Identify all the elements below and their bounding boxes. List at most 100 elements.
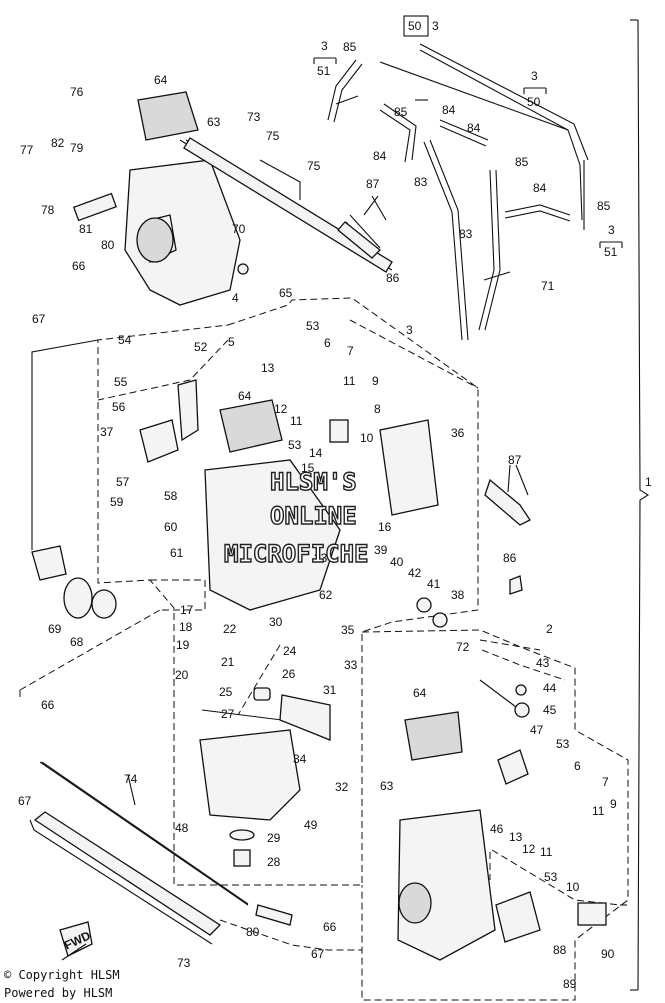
part-callout: 87 [508, 453, 522, 467]
part-callout: 64 [238, 389, 252, 403]
watermark-line: ONLINE [270, 502, 357, 530]
ref-top: 50 [408, 19, 422, 33]
part-callout: 18 [179, 620, 193, 634]
part-callout: 20 [175, 668, 189, 682]
part-callout: 87 [366, 177, 380, 191]
part-callout: 5 [228, 335, 235, 349]
part-callout: 64 [413, 686, 427, 700]
part-callout: 33 [344, 658, 358, 672]
part-callout: 67 [32, 312, 46, 326]
part-callout: 57 [116, 475, 130, 489]
part-callout: 7 [602, 775, 609, 789]
part-callout: 89 [563, 977, 577, 991]
part-callout: 67 [311, 947, 325, 961]
part-callout: 72 [456, 640, 470, 654]
part-callout: 11 [540, 845, 553, 859]
part-callout: 58 [164, 489, 178, 503]
part-callout: 62 [319, 588, 333, 602]
part-callout: 38 [451, 588, 465, 602]
part-callout: 12 [274, 402, 288, 416]
part-callout: 40 [390, 555, 404, 569]
part-callout: 75 [307, 159, 321, 173]
part-callout: 82 [51, 136, 65, 150]
part-callout: 85 [394, 105, 408, 119]
part-callout: 11 [290, 414, 303, 428]
part-callout: 55 [114, 375, 128, 389]
part-callout: 56 [112, 400, 126, 414]
part-callout: 73 [177, 956, 191, 970]
watermark-line: HLSM'S [270, 468, 357, 496]
fwd-arrow-icon [59, 921, 93, 961]
part-shapes [29, 43, 607, 961]
ref-top: 3 [321, 39, 328, 53]
part-callout: 53 [306, 319, 320, 333]
part-callout: 60 [164, 520, 178, 534]
part-callout: 22 [223, 622, 237, 636]
part-callout: 68 [70, 635, 84, 649]
part-callout: 61 [170, 546, 184, 560]
part-callout: 11 [592, 804, 605, 818]
part-callout: 13 [261, 361, 275, 375]
part-callout: 75 [266, 129, 280, 143]
watermark: HLSM'S ONLINE MICROFICHE [223, 467, 369, 568]
part-callout: 83 [414, 175, 428, 189]
part-callout: 21 [221, 655, 235, 669]
part-callout: 85 [343, 40, 357, 54]
part-callout: 7 [347, 344, 354, 358]
part-callout: 71 [541, 279, 555, 293]
copyright-text: © Copyright HLSM [4, 968, 120, 982]
part-callout: 64 [154, 73, 168, 87]
part-callout: 6 [324, 336, 331, 350]
part-callout: 39 [374, 543, 388, 557]
part-callout: 29 [267, 831, 281, 845]
part-callout: 86 [503, 551, 517, 565]
part-callout: 53 [544, 870, 558, 884]
part-callout: 2 [546, 622, 553, 636]
part-callout: 65 [279, 286, 293, 300]
ref-bottom: 50 [527, 95, 541, 109]
part-callout: 27 [221, 707, 235, 721]
part-callout: 67 [18, 794, 32, 808]
part-callout: 53 [288, 438, 302, 452]
part-callout: 8 [374, 402, 381, 416]
part-callout: 80 [246, 925, 260, 939]
ref-top: 3 [608, 223, 615, 237]
part-callout: 53 [556, 737, 570, 751]
part-callout: 83 [459, 227, 473, 241]
part-callout: 31 [323, 683, 337, 697]
part-callout: 11 [343, 374, 356, 388]
part-callout: 63 [380, 779, 394, 793]
part-callout: 70 [232, 222, 246, 236]
callouts: 64 76 63 73 75 77 82 79 78 81 80 75 70 6… [18, 40, 652, 991]
part-callout: 48 [175, 821, 189, 835]
watermark-line: MICROFICHE [224, 540, 369, 568]
part-callout: 63 [207, 115, 221, 129]
part-callout: 45 [543, 703, 557, 717]
part-callout: 52 [194, 340, 208, 354]
part-callout: 1 [645, 475, 652, 489]
ref-top: 3 [531, 69, 538, 83]
part-callout: 74 [124, 772, 138, 786]
part-callout: 9 [372, 374, 379, 388]
part-callout: 84 [467, 121, 481, 135]
part-callout: 86 [386, 271, 400, 285]
part-callout: 78 [41, 203, 55, 217]
part-callout: 17 [180, 603, 194, 617]
part-callout: 3 [406, 323, 413, 337]
part-callout: 73 [247, 110, 261, 124]
part-callout: 54 [118, 333, 132, 347]
part-callout: 14 [309, 446, 323, 460]
part-callout: 47 [530, 723, 544, 737]
part-callout: 84 [533, 181, 547, 195]
part-callout: 79 [70, 141, 84, 155]
part-callout: 66 [323, 920, 337, 934]
part-callout: 66 [41, 698, 55, 712]
part-callout: 25 [219, 685, 233, 699]
part-callout: 90 [601, 947, 615, 961]
part-callout: 85 [515, 155, 529, 169]
ref-box: 3 51 [599, 223, 623, 259]
ref-bottom: 51 [604, 245, 618, 259]
part-callout: 32 [335, 780, 349, 794]
ref-bottom: 51 [317, 64, 331, 78]
